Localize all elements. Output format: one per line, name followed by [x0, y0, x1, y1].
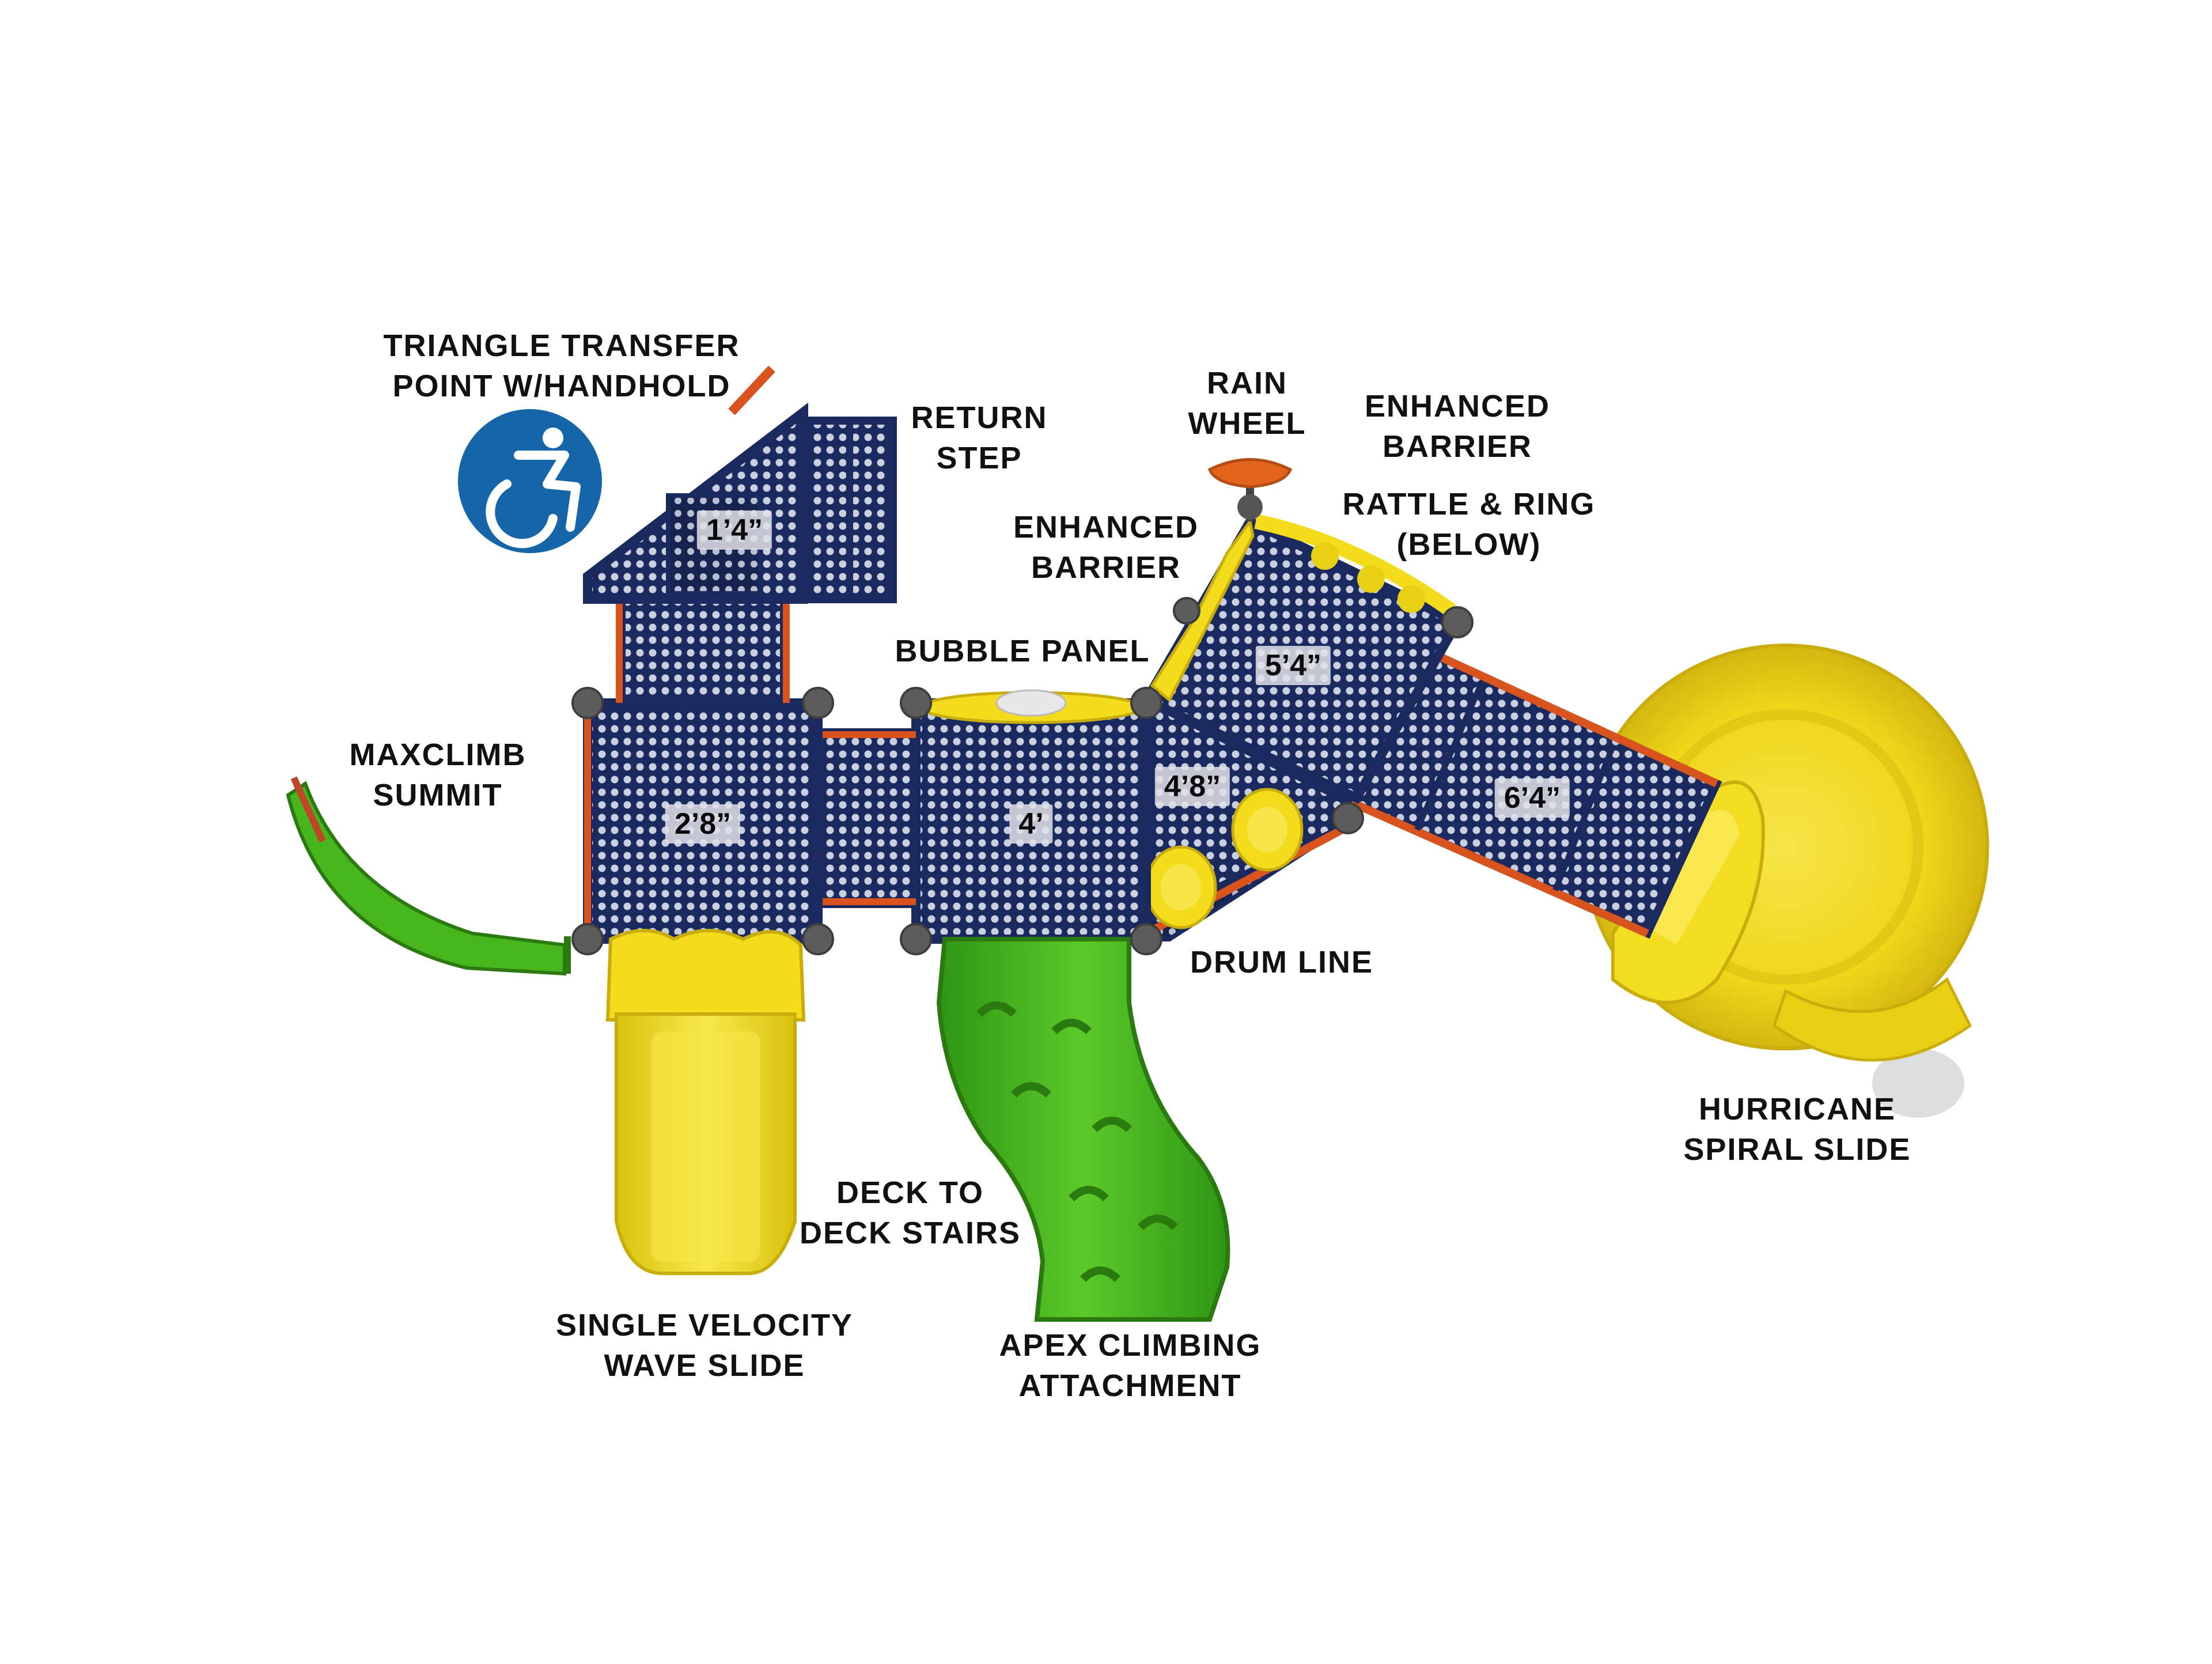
label-enhanced-barrier-top-line2: BARRIER — [1382, 429, 1532, 464]
label-apex-climbing-line2: ATTACHMENT — [1018, 1368, 1242, 1403]
label-rattle-ring-line1: RATTLE & RING — [1342, 487, 1596, 521]
label-single-velocity-line1: SINGLE VELOCITY — [555, 1308, 854, 1342]
label-maxclimb-summit: MAXCLIMB SUMMIT — [350, 735, 527, 815]
deck-height-left: 2’8” — [665, 804, 741, 844]
label-hurricane-spiral-line1: HURRICANE — [1698, 1092, 1896, 1126]
label-bubble-panel: BUBBLE PANEL — [895, 631, 1150, 671]
deck-height-right: 6’4” — [1494, 778, 1570, 818]
deck-upper-left — [616, 596, 790, 706]
single-velocity-wave-slide — [605, 929, 806, 1275]
label-triangle-transfer-line2: POINT W/HANDHOLD — [392, 369, 731, 403]
label-rain-wheel-line2: WHEEL — [1188, 406, 1306, 441]
drum-line — [1145, 788, 1304, 929]
label-enhanced-barrier-left-line2: BARRIER — [1031, 550, 1181, 585]
return-step — [802, 417, 897, 603]
deck-height-angled: 4’8” — [1154, 767, 1230, 806]
rain-wheel — [1207, 458, 1293, 521]
accessibility-icon — [458, 409, 602, 553]
label-maxclimb-summit-line1: MAXCLIMB — [349, 738, 527, 772]
label-enhanced-barrier-top: ENHANCED BARRIER — [1365, 386, 1550, 467]
label-rain-wheel-line1: RAIN — [1207, 366, 1287, 400]
deck-height-upper: 5’4” — [1255, 646, 1331, 685]
label-triangle-transfer: TRIANGLE TRANSFER POINT W/HANDHOLD — [384, 326, 740, 406]
label-enhanced-barrier-left-line1: ENHANCED — [1013, 510, 1199, 544]
label-drum-line-line1: DRUM LINE — [1190, 945, 1373, 980]
label-bubble-panel-line1: BUBBLE PANEL — [895, 634, 1150, 668]
label-drum-line: DRUM LINE — [1190, 942, 1373, 982]
label-return-step: RETURN STEP — [911, 398, 1048, 478]
label-rain-wheel: RAIN WHEEL — [1188, 363, 1306, 444]
label-enhanced-barrier-left: ENHANCED BARRIER — [1013, 507, 1199, 588]
label-rattle-ring-line2: (BELOW) — [1396, 527, 1541, 562]
label-return-step-line1: RETURN — [911, 400, 1048, 435]
apex-climbing-attachment — [936, 937, 1230, 1322]
label-apex-climbing-line1: APEX CLIMBING — [999, 1328, 1262, 1363]
label-deck-to-deck-line1: DECK TO — [836, 1175, 984, 1210]
label-single-velocity: SINGLE VELOCITY WAVE SLIDE — [556, 1305, 853, 1386]
hurricane-spiral-slide — [1582, 644, 1989, 1118]
label-hurricane-spiral-line2: SPIRAL SLIDE — [1683, 1132, 1911, 1167]
clamps — [571, 597, 1474, 955]
label-rattle-ring: RATTLE & RING (BELOW) — [1343, 484, 1596, 565]
label-triangle-transfer-line1: TRIANGLE TRANSFER — [383, 328, 740, 363]
label-deck-to-deck-line2: DECK STAIRS — [799, 1216, 1021, 1250]
maxclimb-summit — [286, 776, 571, 976]
label-enhanced-barrier-top-line1: ENHANCED — [1364, 389, 1551, 423]
deck-height-center: 4’ — [1009, 804, 1053, 844]
label-return-step-line2: STEP — [936, 441, 1022, 475]
label-maxclimb-summit-line2: SUMMIT — [373, 778, 503, 812]
label-deck-to-deck: DECK TO DECK STAIRS — [800, 1173, 1021, 1253]
label-hurricane-spiral: HURRICANE SPIRAL SLIDE — [1683, 1089, 1911, 1170]
bridge-connector — [815, 728, 919, 908]
label-apex-climbing: APEX CLIMBING ATTACHMENT — [999, 1325, 1261, 1406]
deck-height-triangle: 1’4” — [696, 510, 772, 550]
label-single-velocity-line2: WAVE SLIDE — [604, 1348, 805, 1383]
